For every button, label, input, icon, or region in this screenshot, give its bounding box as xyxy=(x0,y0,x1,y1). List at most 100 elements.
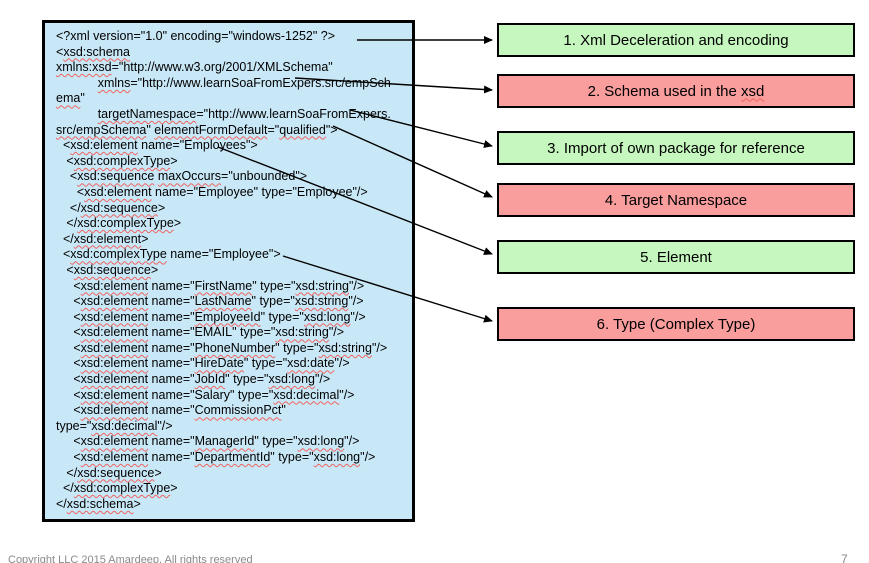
code-text: 6. Type (Complex Type) xyxy=(596,315,756,333)
page-number: 7 xyxy=(841,552,848,563)
spellcheck-flagged-text: elementFormDefault xyxy=(154,122,268,137)
spellcheck-flagged-text: xsd:element xyxy=(80,340,149,355)
code-text: < xyxy=(56,44,64,59)
spellcheck-flagged-text: xsd:decimal xyxy=(91,418,158,433)
code-line: targetNamespace="http://www.learnSoaFrom… xyxy=(56,107,412,123)
code-text: "> xyxy=(325,122,338,137)
code-text: > xyxy=(150,262,159,277)
code-line: <xsd:sequence maxOccurs="unbounded"> xyxy=(56,169,412,185)
code-line: <xsd:element name="CommissionPct" xyxy=(56,403,412,419)
spellcheck-flagged-text: DepartmentId xyxy=(194,450,271,465)
code-text: "/> xyxy=(344,434,360,449)
spellcheck-flagged-text: xsd:long xyxy=(297,434,345,449)
spellcheck-flagged-text: qualified xyxy=(279,122,326,137)
code-text: " type=" xyxy=(270,450,314,465)
spellcheck-flagged-text: xsd:element xyxy=(80,309,149,324)
code-text: > xyxy=(170,153,178,168)
code-line: xmlns:xsd="http://www.w3.org/2001/XMLSch… xyxy=(56,60,412,76)
spellcheck-flagged-text: xsd:element xyxy=(80,294,149,309)
code-text: "/> xyxy=(350,309,366,324)
code-text: "/> xyxy=(328,325,345,340)
label-box-xml-declaration: 1. Xml Deceleration and encoding xyxy=(497,23,855,57)
code-text: 1. Xml Deceleration and encoding xyxy=(563,31,789,49)
spellcheck-flagged-text: LastName xyxy=(194,294,252,309)
code-text xyxy=(56,76,98,90)
code-text: " type=" xyxy=(275,340,319,355)
code-text: "/> xyxy=(339,387,355,402)
code-text: > xyxy=(173,216,182,231)
code-text: < xyxy=(56,340,81,355)
spellcheck-flagged-text: xsd:sequence xyxy=(80,200,158,215)
spellcheck-flagged-text: xsd:date xyxy=(287,356,335,371)
spellcheck-flagged-text: xsd:element xyxy=(80,356,149,371)
code-text: < xyxy=(56,184,85,199)
spellcheck-flagged-text: xsd:decimal xyxy=(273,387,340,402)
code-text: " xyxy=(281,403,286,418)
code-line: <xsd:element name="Employee" type="Emplo… xyxy=(56,185,412,201)
code-text: < xyxy=(56,138,71,153)
code-line: </xsd:complexType> xyxy=(56,216,412,232)
spellcheck-flagged-text: JobId xyxy=(194,372,226,387)
code-text: ="http://www.w3.org/2001/XMLSchema" xyxy=(111,60,333,75)
code-text: "/> xyxy=(371,340,388,355)
code-text: < xyxy=(56,153,74,168)
code-text: "/> xyxy=(157,418,173,433)
code-text: <?xml version="1.0" encoding="windows-12… xyxy=(56,29,336,43)
code-text: name=" xyxy=(148,340,195,355)
spellcheck-flagged-text: xsd:long xyxy=(313,450,361,465)
code-line: <xsd:element name="ManagerId" type="xsd:… xyxy=(56,434,412,450)
code-line: <xsd:schema xyxy=(56,45,412,61)
code-line: <xsd:complexType name="Employee"> xyxy=(56,247,412,263)
code-text: name="Employees"> xyxy=(137,138,258,153)
spellcheck-flagged-text: xsd:string xyxy=(294,294,349,309)
code-text: < xyxy=(56,325,81,340)
code-line: <xsd:element name="FirstName" type="xsd:… xyxy=(56,279,412,295)
code-text: "/> xyxy=(315,372,331,387)
code-text: name=" xyxy=(148,403,195,418)
spellcheck-flagged-text: xsd:element xyxy=(80,450,149,465)
code-text: 4. Target Namespace xyxy=(604,191,748,209)
code-line: <xsd:element name="DepartmentId" type="x… xyxy=(56,450,412,466)
xsd-code-panel: <?xml version="1.0" encoding="windows-12… xyxy=(42,20,415,522)
code-text: 5. Element xyxy=(640,248,712,266)
spellcheck-flagged-text: CommissionPct xyxy=(194,403,282,418)
code-text: =" xyxy=(267,122,280,137)
spellcheck-flagged-text: xsd:string xyxy=(275,325,329,340)
spellcheck-flagged-text: xsd:element xyxy=(80,403,149,418)
code-text: ="http://www.learnSoaFromExpers. xyxy=(196,106,391,121)
code-text: " type=" xyxy=(254,434,298,449)
code-line: <xsd:element name="LastName" type="xsd:s… xyxy=(56,294,412,310)
code-text: " type=" xyxy=(225,372,269,387)
code-text xyxy=(56,107,98,121)
code-text: name=" xyxy=(148,356,195,371)
code-text: 2. Schema used in the xyxy=(587,82,742,100)
code-text: " xyxy=(146,122,155,137)
label-box-complex-type: 6. Type (Complex Type) xyxy=(497,307,855,341)
code-text: "/> xyxy=(360,450,376,465)
code-text: </ xyxy=(56,496,67,511)
code-text: < xyxy=(56,387,81,402)
code-text: name=" xyxy=(148,434,195,449)
code-line: </xsd:schema> xyxy=(56,497,412,513)
code-text: " type=" xyxy=(252,278,296,293)
spellcheck-flagged-text: src/empSchema xyxy=(56,122,147,137)
code-text: " type=" xyxy=(251,294,295,309)
code-text: > xyxy=(133,496,141,511)
code-text: "/> xyxy=(334,356,350,371)
code-line: </xsd:sequence> xyxy=(56,201,412,217)
code-text: " type=" xyxy=(260,309,304,324)
spellcheck-flagged-text: PhoneNumber xyxy=(194,340,276,355)
spellcheck-flagged-text: maxOccurs xyxy=(157,169,222,184)
spellcheck-flagged-text: xsd:element xyxy=(70,138,138,153)
code-text: </ xyxy=(56,465,78,480)
code-text: < xyxy=(56,294,81,309)
code-text: < xyxy=(56,169,78,184)
code-line: </xsd:element> xyxy=(56,232,412,248)
code-line: <xsd:element name="JobId" type="xsd:long… xyxy=(56,372,412,388)
spellcheck-flagged-text: xsd xyxy=(741,82,765,100)
spellcheck-flagged-text: HireDate xyxy=(194,356,244,371)
code-line: <xsd:element name="Employees"> xyxy=(56,138,412,154)
label-box-element: 5. Element xyxy=(497,240,855,274)
spellcheck-flagged-text: xsd:schema xyxy=(63,44,131,59)
